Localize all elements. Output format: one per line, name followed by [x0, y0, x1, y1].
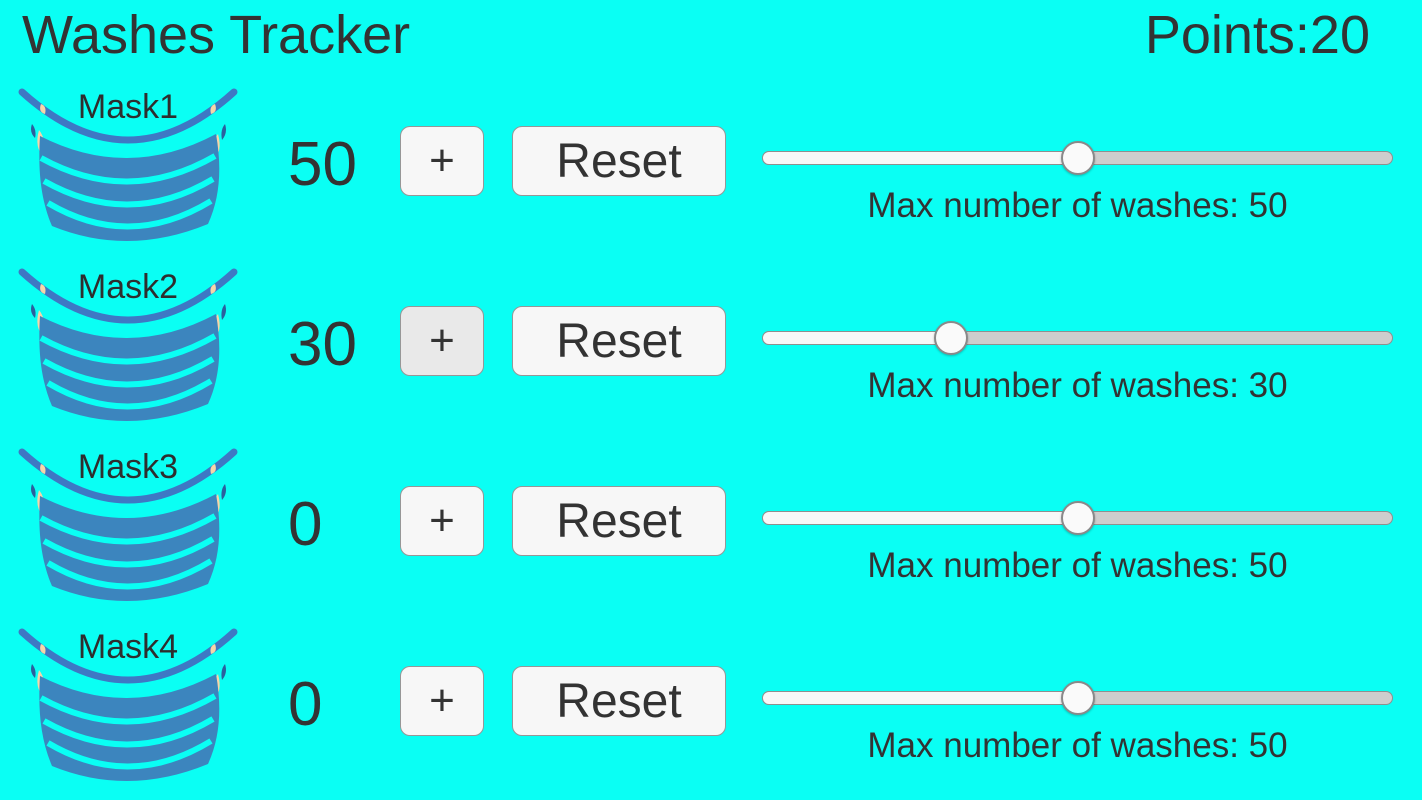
mask-row: Mask4 0 + Reset Max number of washes: 50	[0, 618, 1422, 798]
face-mask-icon: Mask4	[8, 618, 248, 786]
mask-label: Mask4	[77, 628, 179, 666]
face-mask-graphic	[18, 448, 238, 602]
max-washes-label: Max number of washes: 50	[867, 726, 1288, 765]
slider-thumb[interactable]	[1060, 681, 1095, 715]
max-washes-slider[interactable]	[762, 496, 1393, 540]
reset-button[interactable]: Reset	[512, 486, 726, 556]
max-washes-slider[interactable]	[762, 136, 1393, 180]
mask-label: Mask1	[77, 88, 179, 126]
slider-fill	[762, 151, 1078, 165]
face-mask-icon: Mask2	[8, 258, 248, 426]
wash-count: 50	[288, 130, 357, 199]
slider-fill	[762, 331, 952, 345]
slider-thumb[interactable]	[1060, 501, 1095, 535]
wash-count: 0	[288, 670, 323, 739]
slider-thumb[interactable]	[1060, 141, 1095, 175]
face-mask-graphic	[18, 88, 238, 242]
mask-row: Mask1 50 + Reset Max number of washes: 5…	[0, 78, 1422, 258]
max-washes-label: Max number of washes: 50	[867, 546, 1288, 585]
mask-label: Mask2	[77, 268, 179, 306]
max-washes-slider-area: Max number of washes: 50	[762, 438, 1393, 618]
page-title: Washes Tracker	[22, 5, 411, 65]
slider-fill	[762, 511, 1078, 525]
reset-button[interactable]: Reset	[512, 306, 726, 376]
face-mask-icon: Mask1	[8, 78, 248, 246]
face-mask-graphic	[18, 268, 238, 422]
increment-wash-button[interactable]: +	[400, 666, 484, 736]
max-washes-label: Max number of washes: 50	[867, 186, 1288, 225]
points-display: Points:20	[1145, 4, 1370, 66]
mask-label: Mask3	[77, 448, 179, 486]
reset-button[interactable]: Reset	[512, 126, 726, 196]
reset-button[interactable]: Reset	[512, 666, 726, 736]
face-mask-graphic	[18, 628, 238, 782]
slider-fill	[762, 691, 1078, 705]
max-washes-slider[interactable]	[762, 676, 1393, 720]
max-washes-slider-area: Max number of washes: 30	[762, 258, 1393, 438]
points-label: Points:	[1144, 5, 1310, 65]
max-washes-slider-area: Max number of washes: 50	[762, 78, 1393, 258]
points-value: 20	[1309, 5, 1370, 65]
mask-row: Mask3 0 + Reset Max number of washes: 50	[0, 438, 1422, 618]
increment-wash-button[interactable]: +	[400, 126, 484, 196]
slider-thumb[interactable]	[934, 321, 969, 355]
wash-count: 30	[288, 310, 357, 379]
max-washes-slider-area: Max number of washes: 50	[762, 618, 1393, 798]
max-washes-slider[interactable]	[762, 316, 1393, 360]
wash-count: 0	[288, 490, 323, 559]
mask-row: Mask2 30 + Reset Max number of washes: 3…	[0, 258, 1422, 438]
increment-wash-button[interactable]: +	[400, 486, 484, 556]
max-washes-label: Max number of washes: 30	[867, 366, 1288, 405]
face-mask-icon: Mask3	[8, 438, 248, 606]
increment-wash-button[interactable]: +	[400, 306, 484, 376]
